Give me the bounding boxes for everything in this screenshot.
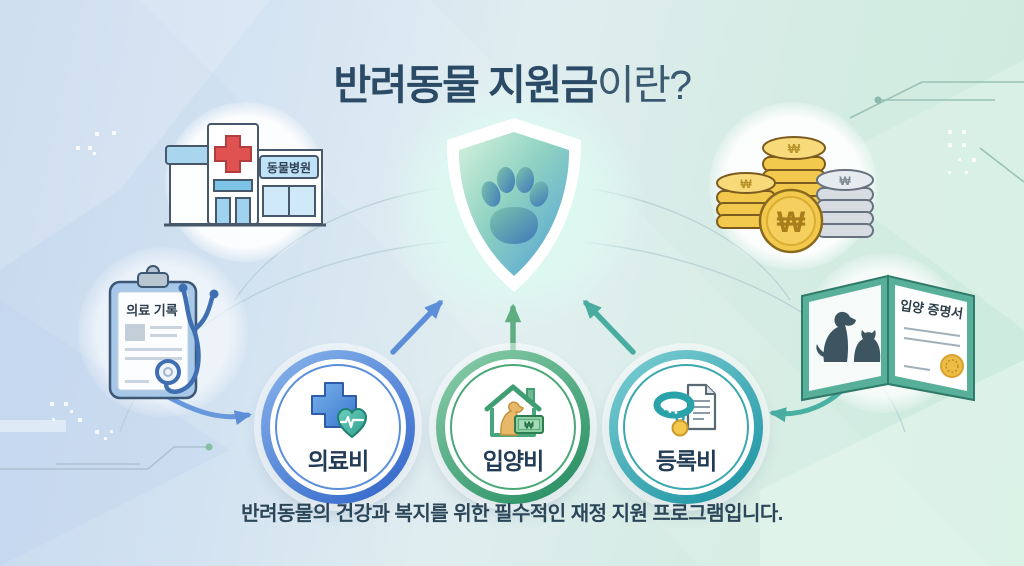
title-suffix: 이란? [596, 62, 692, 109]
red-cross-icon [214, 135, 252, 173]
shield-paw-icon [446, 118, 582, 292]
paw-print [481, 167, 549, 244]
circuit-lines-bottom-left [0, 446, 209, 470]
category-registration-cost: 등록비 [609, 350, 763, 504]
circuit-node-dot [205, 443, 213, 451]
coin-stacks-icon: ₩ ₩ ₩ ₩ [716, 136, 874, 254]
dog-cat-silhouette [816, 311, 881, 362]
category-label: 의료비 [307, 447, 369, 474]
arrow-registration-to-shield [582, 299, 636, 355]
banknote-icon: ₩ [514, 414, 544, 434]
category-inner: 의료비 [275, 364, 401, 490]
medical-cross-heart-icon [311, 381, 368, 438]
gold-seal-icon [945, 359, 959, 373]
hospital-building [164, 123, 326, 227]
gold-tag-icon [671, 419, 689, 436]
record-title-label: 의료 기록 [126, 303, 177, 318]
won-symbol: ₩ [740, 177, 752, 191]
won-symbol: ₩ [524, 420, 534, 431]
footer-description: 반려동물의 건강과 복지를 위한 필수적인 재정 지원 프로그램입니다. [241, 503, 783, 525]
house-dog-banknote-icon: ₩ [484, 384, 544, 437]
category-inner: 등록비 [623, 364, 749, 490]
category-adoption-cost: ₩ 입양비 [436, 350, 590, 504]
category-medical-cost: 의료비 [261, 350, 415, 504]
hospital-sign [259, 155, 319, 179]
stethoscope-icon [155, 283, 219, 394]
title-emphasis: 반려동물 지원금 [333, 62, 598, 109]
document-icon [686, 383, 717, 430]
gold-coin-front [758, 188, 824, 254]
gold-seal-icon [940, 354, 964, 378]
shield-face [458, 132, 570, 276]
won-symbol: ₩ [777, 206, 806, 239]
won-symbol: ₩ [839, 174, 851, 188]
adoption-certificate-icon: 입양 증명서 [801, 274, 975, 402]
won-symbol: ₩ [788, 141, 801, 156]
arrow-medical-to-shield [390, 299, 444, 355]
pet-collar-icon [653, 391, 695, 436]
category-label: 등록비 [655, 447, 717, 474]
collar-document-icon [653, 383, 717, 436]
record-text-lines [125, 324, 182, 383]
hospital-sign-label: 동물병원 [267, 160, 311, 175]
page-title: 반려동물 지원금이란? [0, 51, 1024, 111]
certificate-text-lines [903, 327, 961, 371]
medical-record-clipboard-icon: 의료 기록 [108, 265, 219, 400]
category-inner: ₩ 입양비 [450, 364, 576, 490]
clipboard-clip [137, 272, 169, 288]
facet-shape [0, 420, 66, 432]
animal-hospital-icon: 동물병원 [164, 123, 326, 227]
category-label: 입양비 [482, 447, 544, 474]
